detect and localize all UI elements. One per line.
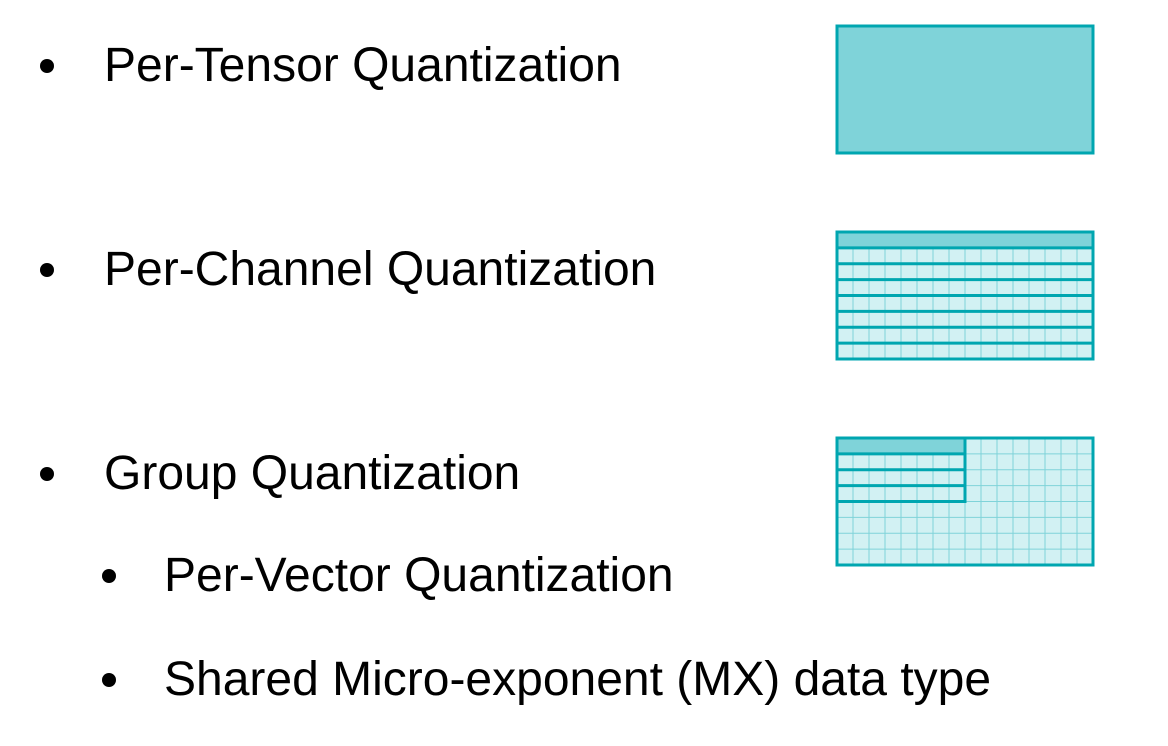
item-label: Per-Channel Quantization [104, 243, 657, 296]
per-channel-diagram [835, 230, 1095, 361]
list-item-per-channel: Per-Channel Quantization [40, 246, 656, 294]
item-label: Group Quantization [104, 447, 521, 500]
bullet-dot [40, 59, 54, 73]
item-label: Per-Vector Quantization [164, 549, 674, 602]
bullet-dot [40, 467, 54, 481]
group-diagram [835, 436, 1095, 567]
bullet-dot [102, 569, 116, 583]
bullet-dot [40, 263, 54, 277]
tensor-block [835, 24, 1095, 155]
per-tensor-diagram [835, 24, 1095, 155]
list-subitem-mx: Shared Micro-exponent (MX) data type [102, 656, 991, 704]
list-item-per-tensor: Per-Tensor Quantization [40, 42, 622, 90]
group-tensor-figure [835, 436, 1095, 567]
list-item-group: Group Quantization [40, 450, 520, 498]
item-label: Shared Micro-exponent (MX) data type [164, 653, 992, 706]
per-tensor-tensor-figure [835, 24, 1095, 155]
item-label: Per-Tensor Quantization [104, 39, 622, 92]
list-subitem-per-vector: Per-Vector Quantization [102, 552, 674, 600]
group-outer-border [835, 436, 1095, 567]
per-channel-tensor-figure [835, 230, 1095, 361]
per-channel-outer-border [835, 230, 1095, 361]
bullet-dot [102, 673, 116, 687]
